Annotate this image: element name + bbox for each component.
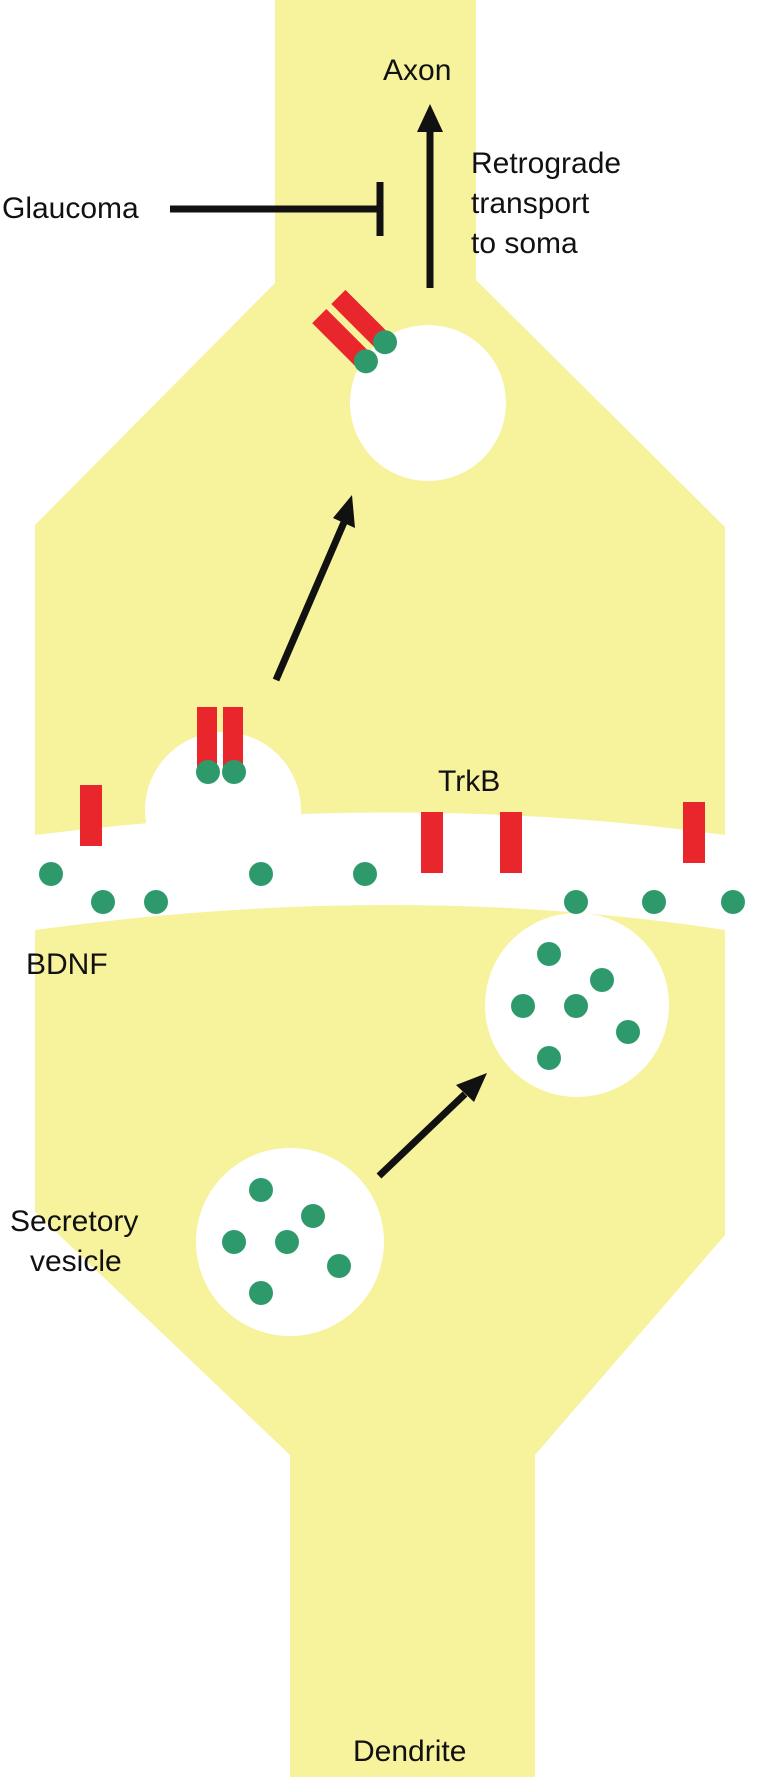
bdnf-molecule-icon [511,994,535,1018]
bdnf-label: BDNF [26,948,108,981]
glaucoma-label: Glaucoma [2,192,139,225]
bdnf-molecule-icon [196,760,220,784]
trkb-receptor-icon [500,812,522,873]
arrow-icon [376,1073,487,1179]
bdnf-molecule-icon [301,1204,325,1228]
trkb-receptor-icon [331,289,388,347]
bdnf-molecule-icon [353,862,377,886]
bdnf-molecule-icon [222,1230,246,1254]
endocytic-vesicle [145,732,301,888]
trkb-receptor-icon [683,802,705,863]
dendrite-body [35,905,725,1777]
retrograde-label-line-1: Retrograde [471,147,621,180]
bdnf-molecule-icon [373,330,398,355]
trkb-label: TrkB [438,765,500,798]
retrograde-label-line-2: transport [471,187,590,220]
bdnf-molecule-icon [353,349,378,374]
trkb-receptor-icon [421,812,443,873]
bdnf-molecule-icon [642,890,666,914]
bdnf-molecule-icon [275,1230,299,1254]
bdnf-molecule-icon [590,968,614,992]
trkb-receptor-icon [223,707,243,767]
arrow-icon [272,495,355,682]
bdnf-molecule-icon [249,1281,273,1305]
bdnf-molecule-icon [564,994,588,1018]
bdnf-molecule-icon [537,1046,561,1070]
dendrite-label: Dendrite [353,1735,466,1768]
bdnf-molecule-icon [564,890,588,914]
axon-label: Axon [383,54,451,87]
bdnf-molecule-icon [721,890,745,914]
bdnf-molecule-icon [144,890,168,914]
inhibition-bar-icon [170,182,384,236]
trkb-receptor-icon [80,785,102,846]
secretory-label-line-2: vesicle [30,1245,122,1278]
retrograde-label-line-3: to soma [471,227,578,260]
trkb-receptor-icon [312,308,369,366]
bdnf-molecule-icon [39,862,63,886]
bdnf-molecule-icon [327,1254,351,1278]
endosome-receptor-dimer [312,289,398,374]
trkb-receptor-icon [197,707,217,767]
secretory-label-line-1: Secretory [10,1205,138,1238]
bdnf-molecule-icon [616,1020,640,1044]
bdnf-molecule-icon [249,862,273,886]
arrow-icon [417,104,443,288]
bdnf-molecule-icon [537,942,561,966]
bdnf-molecule-icon [222,760,246,784]
bdnf-molecule-icon [91,890,115,914]
bdnf-molecule-icon [249,1178,273,1202]
signaling-endosome [350,325,506,481]
